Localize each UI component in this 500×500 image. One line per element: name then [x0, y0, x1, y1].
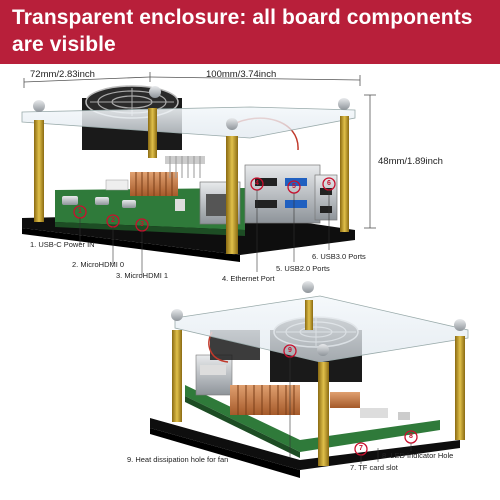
callout-number-3: 3: [140, 221, 144, 228]
dimension-lines: [23, 72, 376, 229]
usb-port-block: [244, 164, 338, 224]
header-banner: Transparent enclosure: all board compone…: [0, 0, 500, 64]
callout-label-usbc-power: 1. USB-C Power IN: [30, 240, 95, 249]
microhdmi1-port: [122, 200, 136, 208]
dimension-depth-label: 72mm/2.83inch: [30, 69, 95, 80]
dimension-height-label: 48mm/1.89inch: [378, 156, 443, 167]
callout-label-microhdmi0: 2. MicroHDMI 0: [72, 260, 125, 269]
acrylic-lid-top: [21, 106, 356, 139]
callout-label-usb2: 5. USB2.0 Ports: [276, 264, 330, 273]
brass-standoffs-bottom: [171, 281, 466, 466]
callout-number-5: 5: [292, 183, 296, 190]
callout-number-8: 8: [409, 433, 413, 440]
leader-lines-bottom: [289, 357, 412, 464]
heatsink-bottom: [230, 385, 360, 415]
callout-label-led-hole: 8. LED Indicator Hole: [382, 451, 454, 460]
callout-label-usb3: 6. USB3.0 Ports: [312, 252, 366, 261]
usbc-port: [62, 196, 78, 205]
circuit-board-bottom: [185, 385, 440, 452]
callout-number-6: 6: [327, 180, 331, 187]
callout-label-ethernet: 4. Ethernet Port: [222, 274, 275, 283]
leader-lines-top: [79, 190, 330, 275]
brass-standoffs-top: [33, 86, 350, 254]
callout-label-fan-hole: 9. Heat dissipation hole for fan: [127, 455, 229, 464]
top-case-view: [21, 72, 376, 275]
callout-number-9: 9: [288, 347, 292, 354]
callout-number-4: 4: [255, 180, 259, 187]
microhdmi0-port: [95, 197, 109, 205]
callout-number-2: 2: [111, 217, 115, 224]
callout-label-microhdmi1: 3. MicroHDMI 1: [116, 271, 169, 280]
bottom-case-view: [150, 281, 469, 478]
dimension-width-label: 100mm/3.74inch: [206, 69, 277, 80]
callout-label-tf-card: 7. TF card slot: [350, 463, 398, 472]
acrylic-lid-bottom: [174, 295, 469, 363]
callout-number-7: 7: [359, 445, 363, 452]
base-plate-bottom: [150, 418, 460, 470]
banner-title-line1: Transparent enclosure: all board compone…: [12, 6, 473, 29]
callout-number-1: 1: [78, 208, 82, 215]
heatsink-top: [130, 156, 205, 196]
banner-title-line2: are visible: [12, 33, 116, 56]
